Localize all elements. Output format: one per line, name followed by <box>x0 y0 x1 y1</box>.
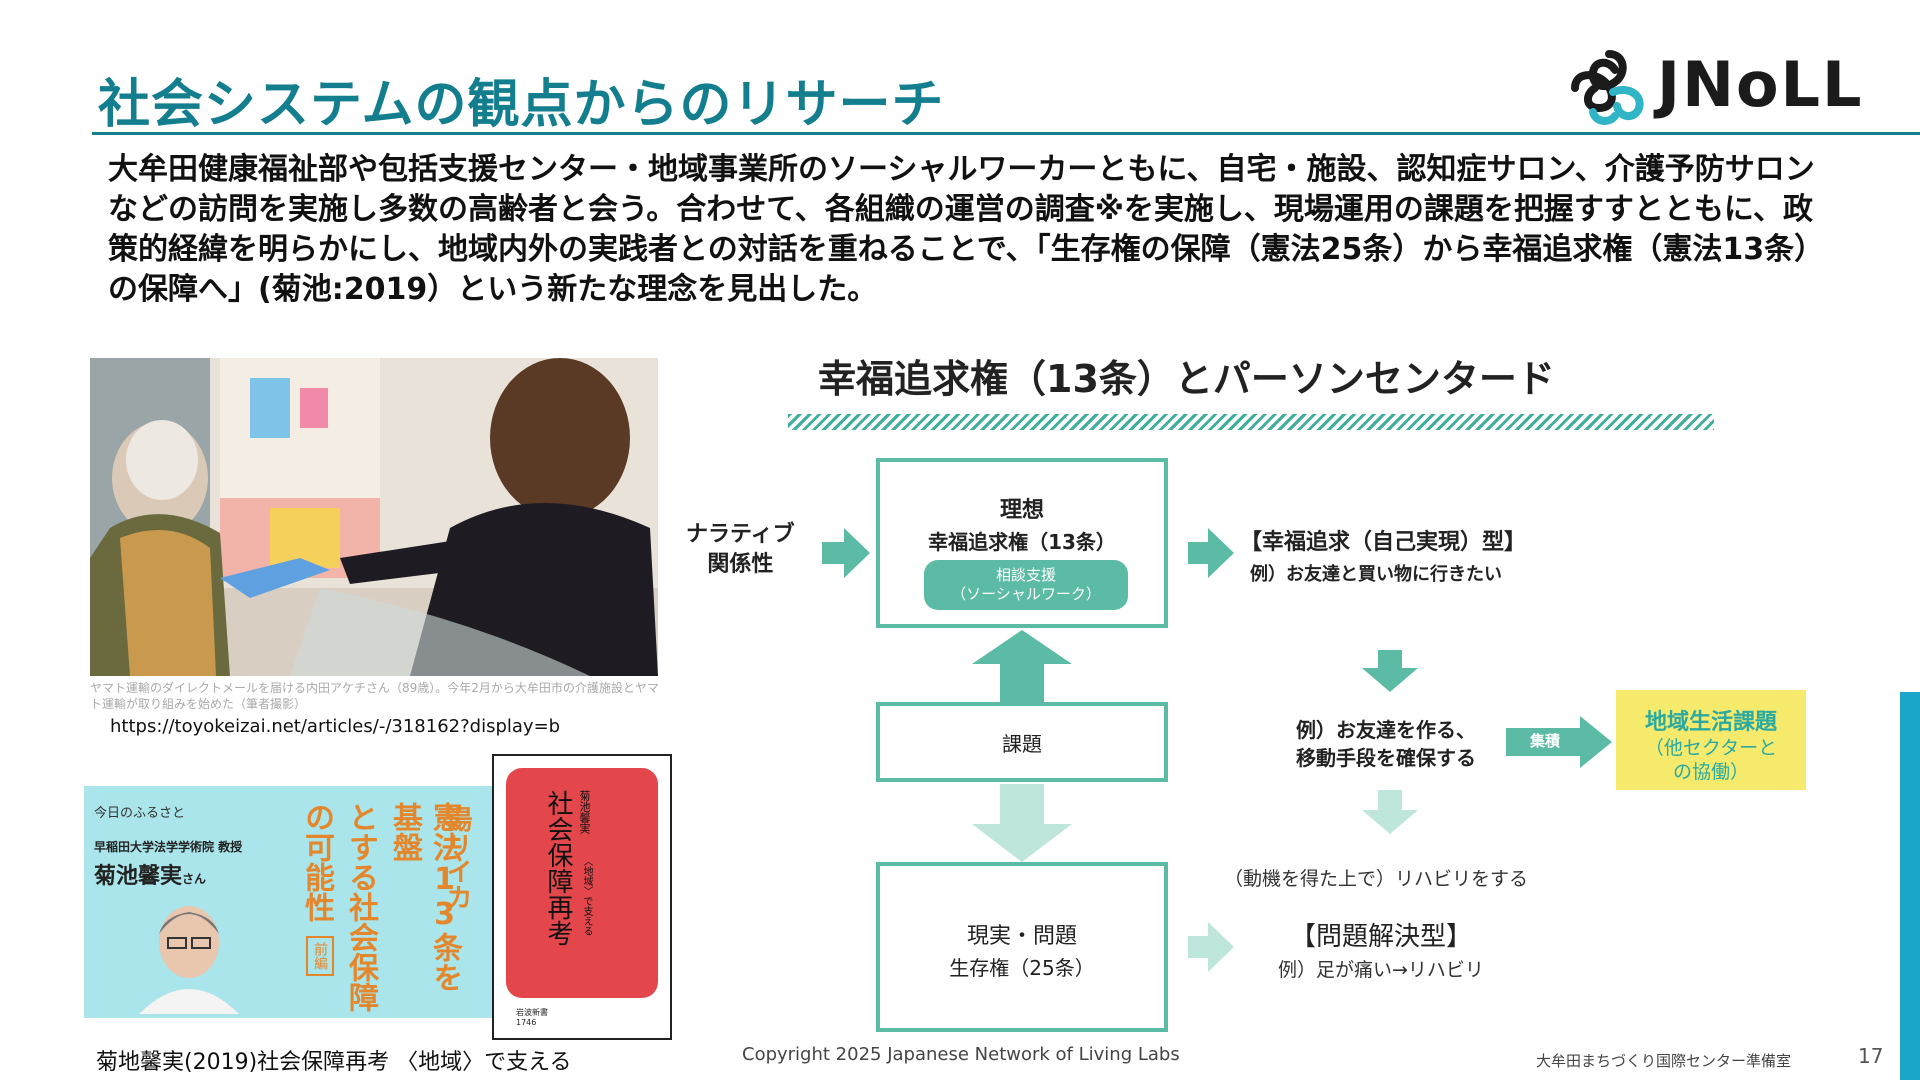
photo-source-url[interactable]: https://toyokeizai.net/articles/-/318162… <box>110 716 561 737</box>
ideal-to-happiness-arrow-icon <box>1188 528 1234 578</box>
means-example: 例）お友達を作る、 移動手段を確保する <box>1296 718 1476 770</box>
task-to-ideal-up-arrow-icon <box>972 630 1072 702</box>
rehab-note: （動機を得た上で）リハビリをする <box>1224 868 1529 890</box>
accumulate-label: 集積 <box>1530 732 1561 750</box>
book-reference: 菊地馨実(2019)社会保障再考 〈地域〉で支える <box>96 1050 572 1075</box>
article-headline-col2: とする社会保障 <box>343 802 378 1012</box>
article-author-name: 菊池馨実さん <box>94 864 207 889</box>
diagram-title: 幸福追求権（13条）とパーソンセンタード <box>818 357 1555 401</box>
accumulate-arrow-icon <box>1506 716 1612 768</box>
reality-box: 現実・問題 生存権（25条） <box>876 862 1168 1032</box>
article-header: 今日のふるさと <box>94 806 186 821</box>
hatched-divider <box>788 414 1714 430</box>
book-cover-image: 社会保障再考 菊池馨実 〈地域〉で支える 岩波新書 1746 <box>492 754 672 1040</box>
reality-to-problem-arrow-icon <box>1188 922 1234 972</box>
book-cover-red-panel: 社会保障再考 菊池馨実 〈地域〉で支える <box>506 768 658 998</box>
logo-wordmark: JNoLL <box>1657 48 1864 121</box>
photo-caption: ヤマト運輸のダイレクトメールを届ける内田アケチさん（89歳）。今年2月から大牟田… <box>90 681 659 711</box>
author-portrait <box>139 906 239 1014</box>
problem-solving-type: 【問題解決型】 例）足が痛い→リハビリ <box>1278 922 1484 981</box>
book-subtitle: 〈地域〉で支える <box>581 856 592 936</box>
article-affiliation: 早稲田大学法学学術院 教授 <box>94 840 243 854</box>
ideal-box: 理想 幸福追求権（13条） 相談支援 （ソーシャルワーク） <box>876 458 1168 628</box>
jnoll-knot-logo-icon <box>1571 50 1644 125</box>
book-publisher: 岩波新書 1746 <box>516 1008 548 1027</box>
visit-photo <box>90 358 658 676</box>
title-underline <box>92 132 1920 135</box>
book-title: 社会保障再考 <box>543 790 573 946</box>
community-issue-box: 地域生活課題 （他セクターと の協働） <box>1616 690 1806 790</box>
means-down-arrow-icon <box>1362 790 1418 834</box>
intro-paragraph: 大牟田健康福祉部や包括支援センター・地域事業所のソーシャルワーカーともに、自宅・… <box>108 152 1825 307</box>
article-headline-col1: 憲法13条を基盤 <box>387 802 462 992</box>
newspaper-article-image: 今日のふるさと 早稲田大学法学学術院 教授 菊池馨実さん 湯リイカ 憲法13条を… <box>84 786 494 1018</box>
narrative-arrow-icon <box>822 528 870 578</box>
jnoll-logo: JNoLL <box>1565 42 1920 127</box>
narrative-label: ナラティブ 関係性 <box>686 522 795 577</box>
accent-side-bar <box>1900 692 1920 1080</box>
article-headline-col3: の可能性 <box>299 802 334 922</box>
book-author: 菊池馨実 <box>578 790 591 834</box>
task-box: 課題 <box>876 702 1168 782</box>
task-to-reality-down-arrow-icon <box>972 784 1072 862</box>
happiness-down-arrow-icon <box>1362 650 1418 692</box>
consultation-support-pill: 相談支援 （ソーシャルワーク） <box>924 560 1128 610</box>
page-number: 17 <box>1858 1044 1884 1068</box>
article-series-logo: 湯リイカ <box>442 806 472 910</box>
page-title: 社会システムの観点からのリサーチ <box>98 75 945 135</box>
happiness-type: 【幸福追求（自己実現）型】 例）お友達と買い物に行きたい <box>1240 530 1527 585</box>
organization-name: 大牟田まちづくり国際センター準備室 <box>1536 1052 1792 1070</box>
copyright-text: Copyright 2025 Japanese Network of Livin… <box>742 1044 1180 1065</box>
article-part-badge: 前編 <box>306 936 334 976</box>
